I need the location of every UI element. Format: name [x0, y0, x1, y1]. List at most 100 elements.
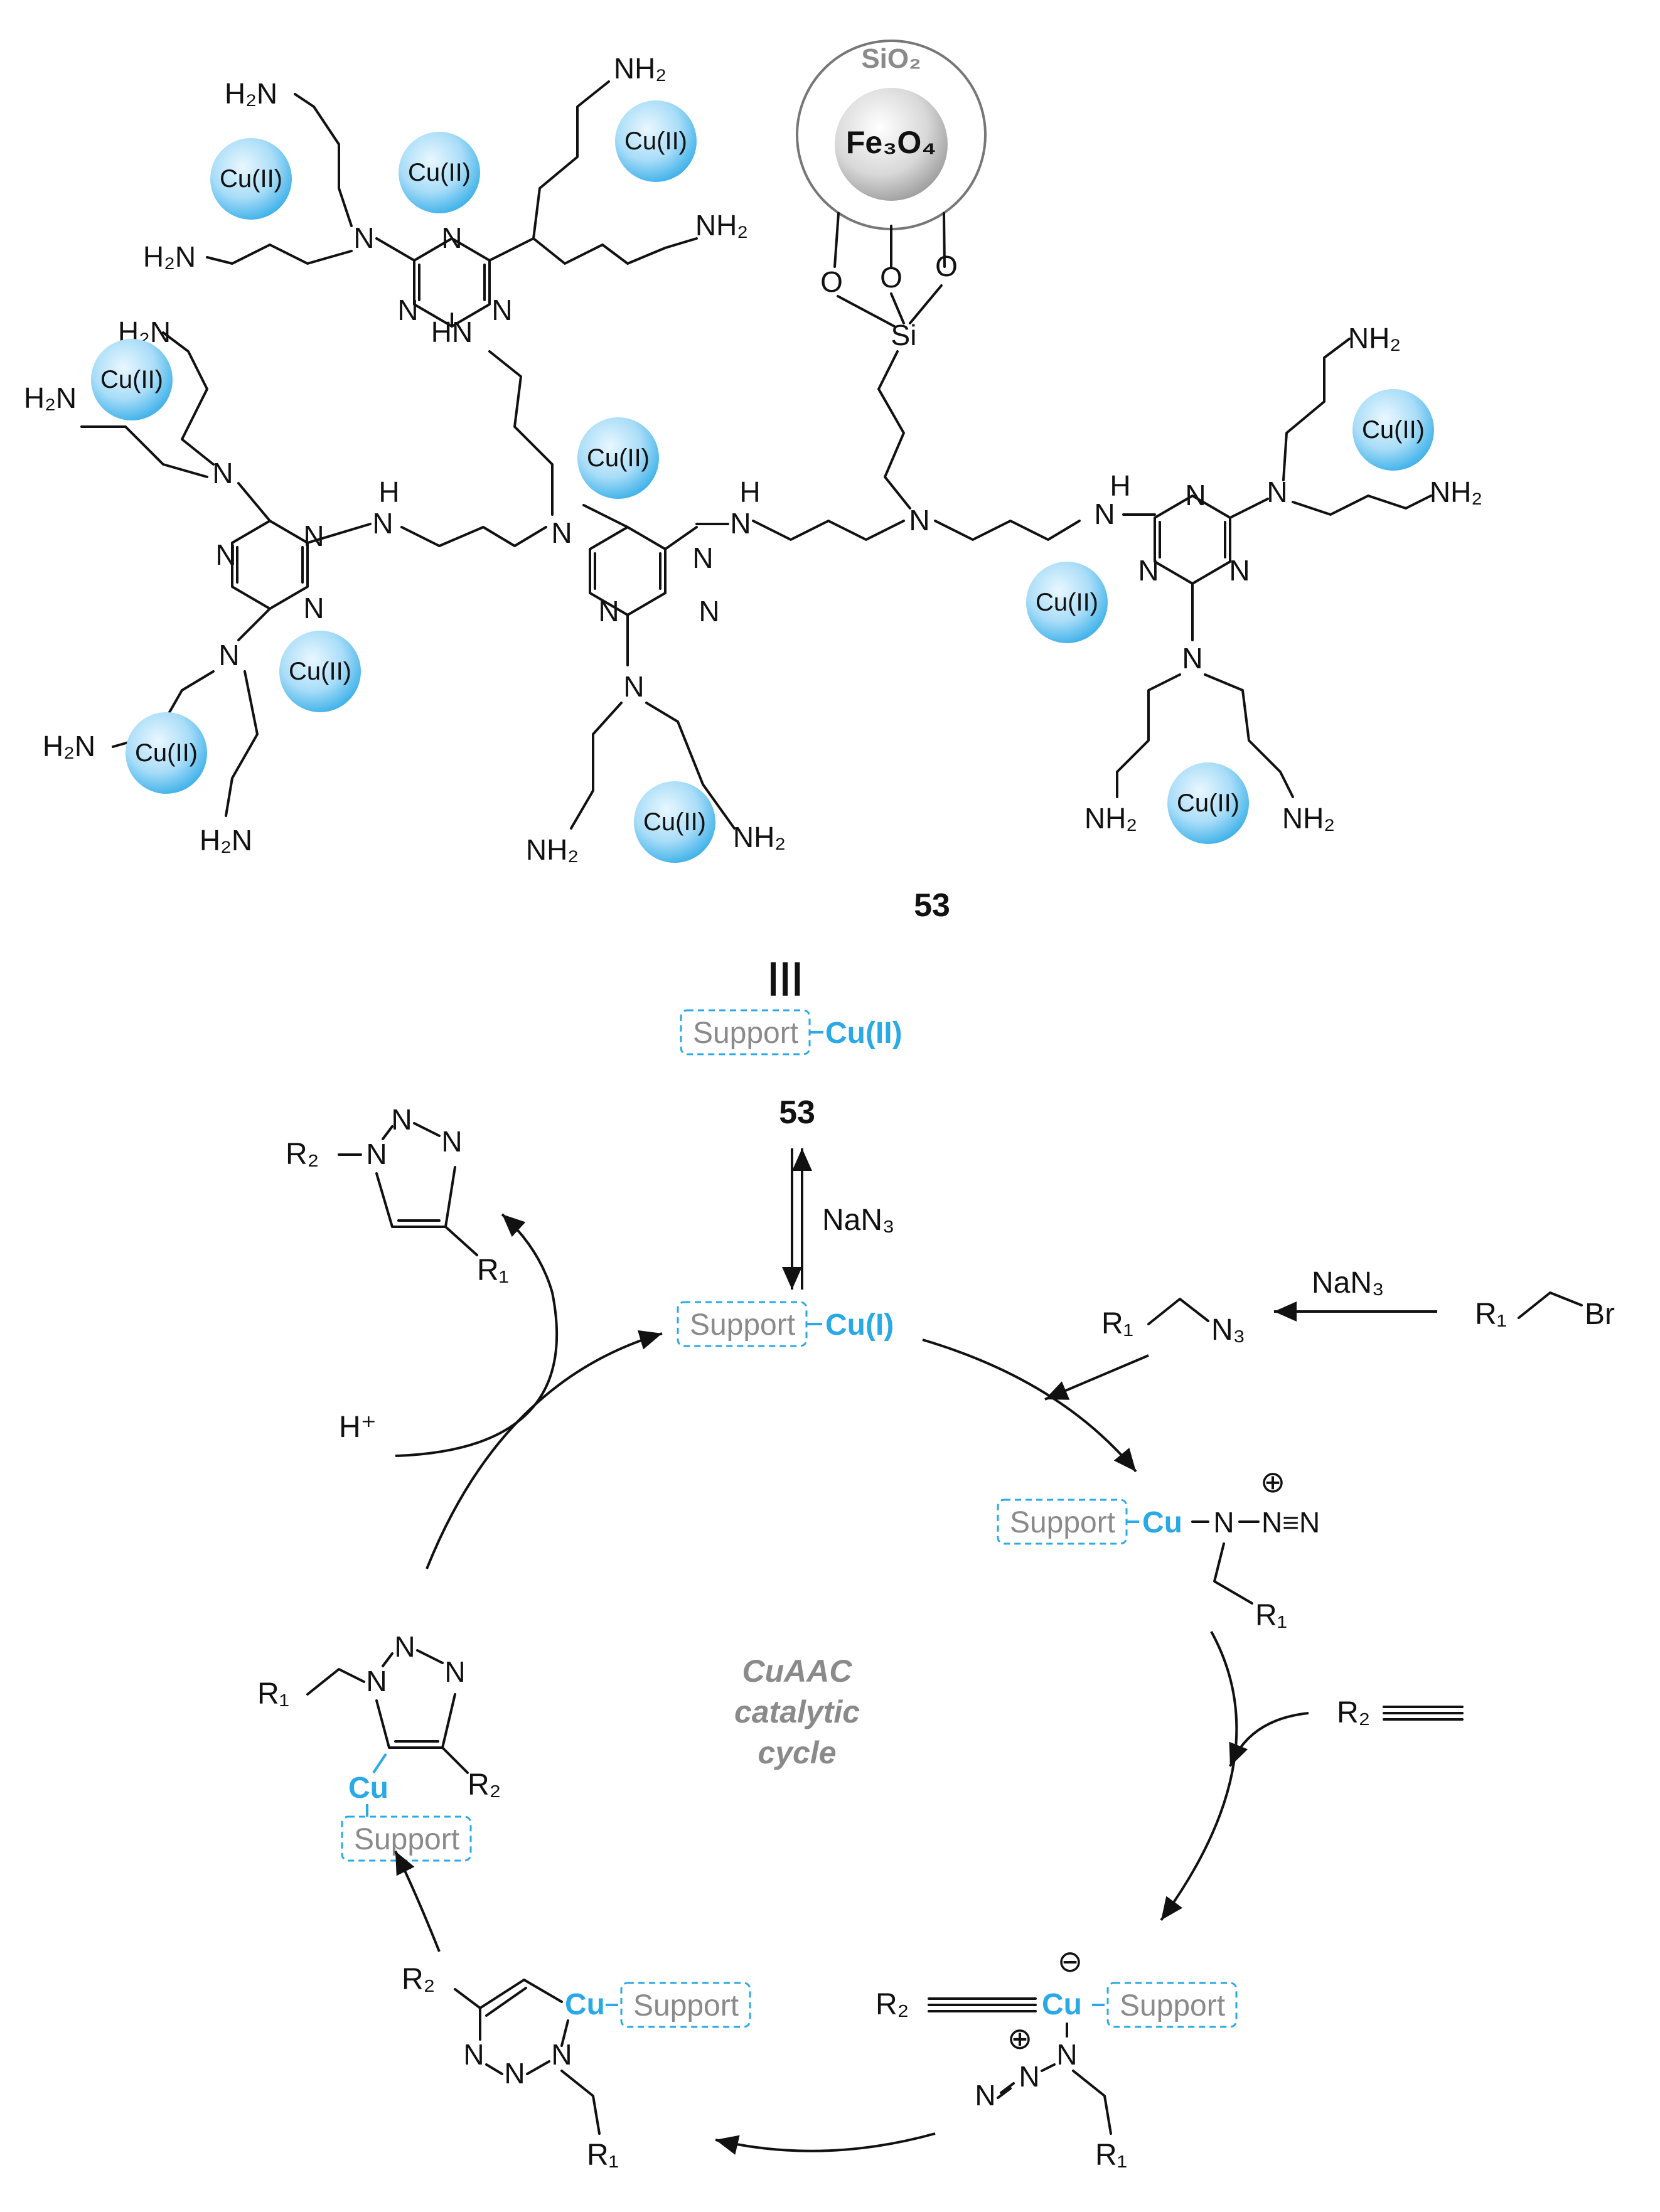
tz-c-nh2-right: NH₂: [733, 821, 786, 853]
support-label: Support: [633, 1989, 739, 2022]
svg-text:Cu(II): Cu(II): [624, 127, 687, 155]
cu-acetylide-complex: R₂ Cu ⊖ Support N N ⊕ N R₁: [876, 1945, 1238, 2172]
tz-t-n3: N: [491, 294, 512, 326]
tz-r-amine-down: N: [1182, 642, 1202, 675]
tz-t-nh2-d: NH₂: [695, 209, 748, 242]
cu-sphere: Cu(II): [634, 781, 715, 863]
tz-l-nh2-c: H₂N: [43, 730, 95, 762]
tz-r-nh2-b: NH₂: [1430, 476, 1482, 508]
tz-l-n1: N: [215, 538, 236, 571]
product-n3: N: [441, 1125, 462, 1158]
magnetite-core: [835, 88, 948, 201]
tz-r-n3: N: [1229, 554, 1250, 587]
cu-sphere: Cu(II): [577, 417, 659, 499]
triazolide-n1: N: [366, 1665, 387, 1697]
metallacycle-n1: N: [463, 2038, 484, 2071]
support-cu2: Support Cu(II): [680, 1009, 902, 1055]
cycle-title: CuAAC catalytic cycle: [734, 1654, 860, 1770]
tz-t-nh2-c: NH₂: [614, 52, 667, 85]
arrow-proton-release: [395, 1213, 559, 1457]
svg-text:Cu(II): Cu(II): [135, 739, 198, 767]
acetylide-r2: R₂: [876, 1988, 909, 2021]
tz-c-n2: N: [598, 595, 619, 628]
tz-c-n1: N: [692, 542, 713, 574]
alkyne-r2: R₂: [1337, 1696, 1370, 1729]
compound-number-bottom: 53: [779, 1094, 815, 1131]
product-r1: R₁: [477, 1254, 509, 1287]
triazine-center: N N N N N NH₂ NH₂ H N HN: [372, 316, 786, 866]
tz-l-nh2-d: H₂N: [200, 824, 252, 857]
svg-text:Cu(II): Cu(II): [643, 808, 706, 836]
equivalence-symbol: ≡: [747, 959, 825, 999]
azide-plus: ⊕: [1260, 1466, 1285, 1499]
arrow-cu1-to-azide-complex: [922, 1338, 1137, 1473]
tz-r-n2: N: [1138, 554, 1159, 587]
cu-label: Cu: [348, 1771, 388, 1805]
complex-r1: R₁: [1255, 1599, 1287, 1632]
triazine-top: N N N N H₂N H₂N NH₂ NH₂: [143, 52, 748, 328]
svg-text:Cu(II): Cu(II): [100, 366, 163, 393]
azide-r1: R₁: [1101, 1307, 1133, 1340]
triazolide-r2: R₂: [468, 1768, 501, 1802]
cu-sphere: Cu(II): [91, 339, 173, 420]
cu-sphere: Cu(II): [1026, 562, 1108, 643]
product-r2: R₂: [286, 1138, 319, 1171]
cu-label: Cu: [565, 1988, 605, 2021]
triazine-left: N N N N H₂N H₂N N H₂N H₂N: [24, 316, 372, 857]
support-label: Support: [1120, 1989, 1225, 2022]
alkyne-reagent: R₂: [1229, 1696, 1464, 1767]
nan3-equilibrium: NaN₃: [822, 1204, 895, 1237]
cycle-arrows: [394, 1213, 1238, 2155]
azide-neqn: N≡N: [1261, 1506, 1320, 1539]
cu-minus: ⊖: [1058, 1945, 1083, 1979]
silica-label: SiO₂: [861, 43, 921, 74]
cycle-title-line-1: CuAAC: [742, 1654, 853, 1689]
tz-t-n1: N: [441, 222, 462, 254]
acetylide-n-alpha: N: [1056, 2038, 1077, 2071]
tz-l-nh2-b: H₂N: [24, 382, 77, 414]
siloxane-anchor: O O O Si: [820, 212, 958, 510]
cu-label: Cu: [1142, 1506, 1182, 1539]
acetylide-n-beta: N: [1019, 2060, 1039, 2093]
tz-l-n2: N: [303, 520, 324, 552]
compound-number-top: 53: [914, 887, 950, 924]
acetylide-plus: ⊕: [1007, 2022, 1032, 2056]
tz-r-nh2-d: NH₂: [1282, 802, 1335, 835]
tz-r-nh2-c: NH₂: [1084, 802, 1137, 835]
tz-t-nh2-a: H₂N: [225, 77, 277, 110]
central-core: N H N N H: [695, 469, 1156, 541]
metallacycle: R₂ Cu Support N N N R₁: [402, 1963, 751, 2172]
cu2-label: Cu(II): [825, 1017, 902, 1050]
support-label: Support: [690, 1308, 795, 1342]
tz-c-link-n: N: [551, 516, 572, 549]
tz-l-amine-up: N: [212, 457, 233, 489]
acetylide-n-gamma: N: [975, 2079, 995, 2112]
support-label: Support: [1010, 1506, 1115, 1539]
arrow-metallacycle-to-triazolide: [394, 1851, 441, 1952]
svg-text:Cu(II): Cu(II): [587, 444, 650, 472]
equilibrium-arrows: NaN₃: [782, 1148, 895, 1290]
cu1-label: Cu(I): [825, 1308, 894, 1342]
azide-formation: R₁ Br NaN₃ R₁ N₃: [1044, 1266, 1615, 1401]
copper-triazolide: R₁ N N N R₂ Cu Support: [257, 1630, 501, 1862]
cu-sphere: Cu(II): [279, 631, 361, 712]
tz-t-amine: N: [353, 222, 374, 254]
support-label: Support: [354, 1823, 459, 1856]
central-n: N: [909, 504, 929, 537]
oxygen-3: O: [935, 250, 958, 282]
left-nh-n: N: [730, 507, 751, 540]
tz-t-nh2-b: H₂N: [143, 240, 196, 273]
oxygen-2: O: [880, 261, 902, 294]
tz-c-left-nh-h: H: [378, 476, 399, 508]
copper-spheres: Cu(II) Cu(II) Cu(II) Cu(II) Cu(II) Cu(II…: [91, 100, 1434, 863]
svg-text:Cu(II): Cu(II): [1362, 416, 1425, 444]
proton: H⁺: [339, 1411, 377, 1444]
cu-sphere: Cu(II): [615, 100, 697, 182]
metallacycle-r2: R₂: [402, 1963, 435, 1996]
support-label: Support: [693, 1017, 798, 1050]
triazolide-n2: N: [394, 1630, 415, 1663]
left-nh-h: H: [739, 476, 760, 508]
tz-c-nh2-left: NH₂: [526, 833, 579, 866]
